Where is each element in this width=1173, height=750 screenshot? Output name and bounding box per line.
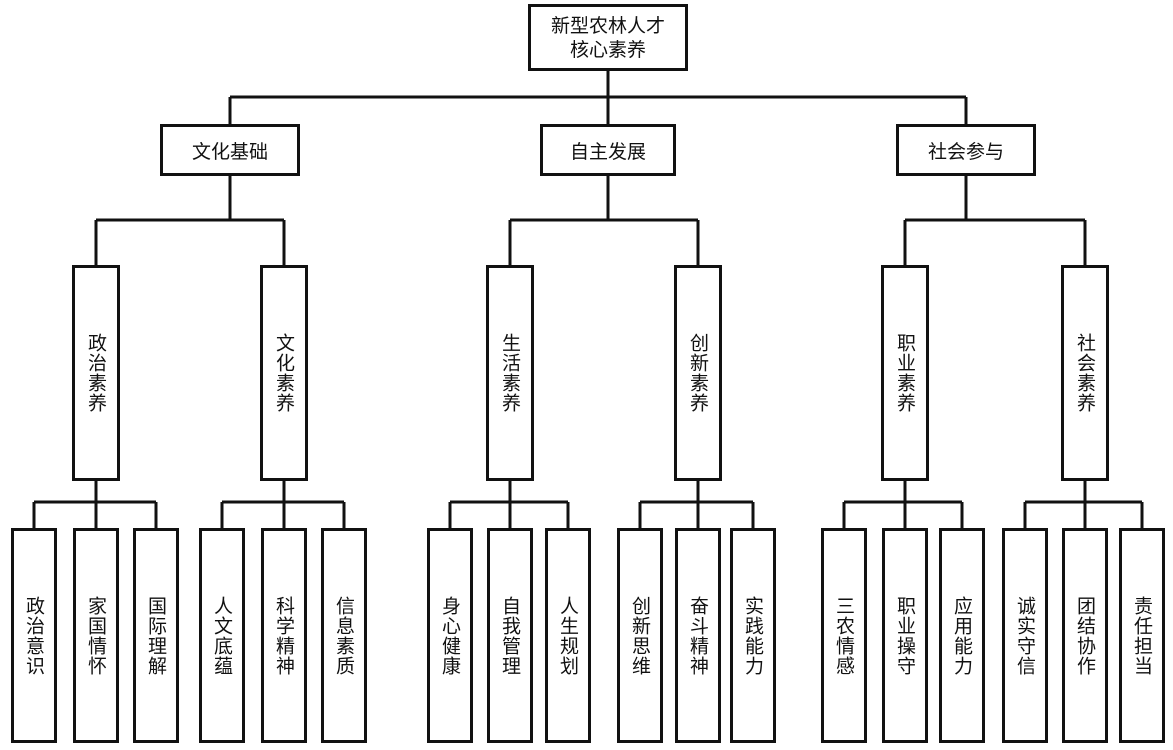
category-node-cultural-foundation: 文化基础 xyxy=(160,124,300,176)
competency-label: 信息素质 xyxy=(333,595,355,676)
literacy-node-social: 社会素养 xyxy=(1061,265,1109,481)
literacy-label: 政治素养 xyxy=(85,333,107,413)
competency-label: 三农情感 xyxy=(833,595,855,676)
competency-label: 责任担当 xyxy=(1131,595,1153,676)
competency-node: 实践能力 xyxy=(730,528,776,743)
competency-node: 奋斗精神 xyxy=(675,528,721,743)
literacy-node-political: 政治素养 xyxy=(72,265,120,481)
competency-node: 信息素质 xyxy=(321,528,367,743)
literacy-node-professional: 职业素养 xyxy=(881,265,929,481)
competency-label: 人文底蕴 xyxy=(211,595,233,676)
competency-node: 团结协作 xyxy=(1062,528,1108,743)
category-node-social-participation: 社会参与 xyxy=(896,124,1036,176)
competency-node: 创新思维 xyxy=(617,528,663,743)
competency-node: 职业操守 xyxy=(882,528,928,743)
competency-node: 家国情怀 xyxy=(73,528,119,743)
competency-label: 创新思维 xyxy=(629,595,651,676)
competency-node: 人文底蕴 xyxy=(199,528,245,743)
competency-label: 应用能力 xyxy=(951,595,973,676)
root-title-line1: 新型农林人才 xyxy=(550,14,665,37)
competency-label: 职业操守 xyxy=(894,595,916,676)
category-node-self-development: 自主发展 xyxy=(540,124,676,176)
literacy-label: 社会素养 xyxy=(1074,333,1096,413)
competency-node: 三农情感 xyxy=(821,528,867,743)
competency-node: 政治意识 xyxy=(11,528,57,743)
competency-label: 实践能力 xyxy=(742,595,764,676)
root-node: 新型农林人才 核心素养 xyxy=(528,4,688,71)
literacy-label: 创新素养 xyxy=(687,333,709,413)
literacy-node-innovation: 创新素养 xyxy=(674,265,722,481)
competency-node: 诚实守信 xyxy=(1002,528,1048,743)
category-label: 社会参与 xyxy=(927,140,1004,163)
competency-node: 国际理解 xyxy=(133,528,179,743)
competency-label: 人生规划 xyxy=(557,595,579,676)
competency-node: 自我管理 xyxy=(487,528,533,743)
competency-node: 身心健康 xyxy=(427,528,473,743)
root-title-line2: 核心素养 xyxy=(569,38,646,61)
category-label: 自主发展 xyxy=(569,140,646,163)
competency-label: 奋斗精神 xyxy=(687,595,709,676)
competency-label: 科学精神 xyxy=(273,595,295,676)
competency-label: 身心健康 xyxy=(439,595,461,676)
literacy-node-life: 生活素养 xyxy=(486,265,534,481)
competency-node: 应用能力 xyxy=(939,528,985,743)
competency-label: 政治意识 xyxy=(23,595,45,676)
competency-node: 人生规划 xyxy=(545,528,591,743)
competency-label: 团结协作 xyxy=(1074,595,1096,676)
competency-node: 责任担当 xyxy=(1119,528,1165,743)
competency-label: 国际理解 xyxy=(145,595,167,676)
competency-node: 科学精神 xyxy=(261,528,307,743)
literacy-node-cultural: 文化素养 xyxy=(260,265,308,481)
literacy-label: 职业素养 xyxy=(894,333,916,413)
competency-label: 家国情怀 xyxy=(85,595,107,676)
competency-label: 诚实守信 xyxy=(1014,595,1036,676)
literacy-label: 生活素养 xyxy=(499,333,521,413)
literacy-label: 文化素养 xyxy=(273,333,295,413)
competency-label: 自我管理 xyxy=(499,595,521,676)
category-label: 文化基础 xyxy=(191,140,268,163)
